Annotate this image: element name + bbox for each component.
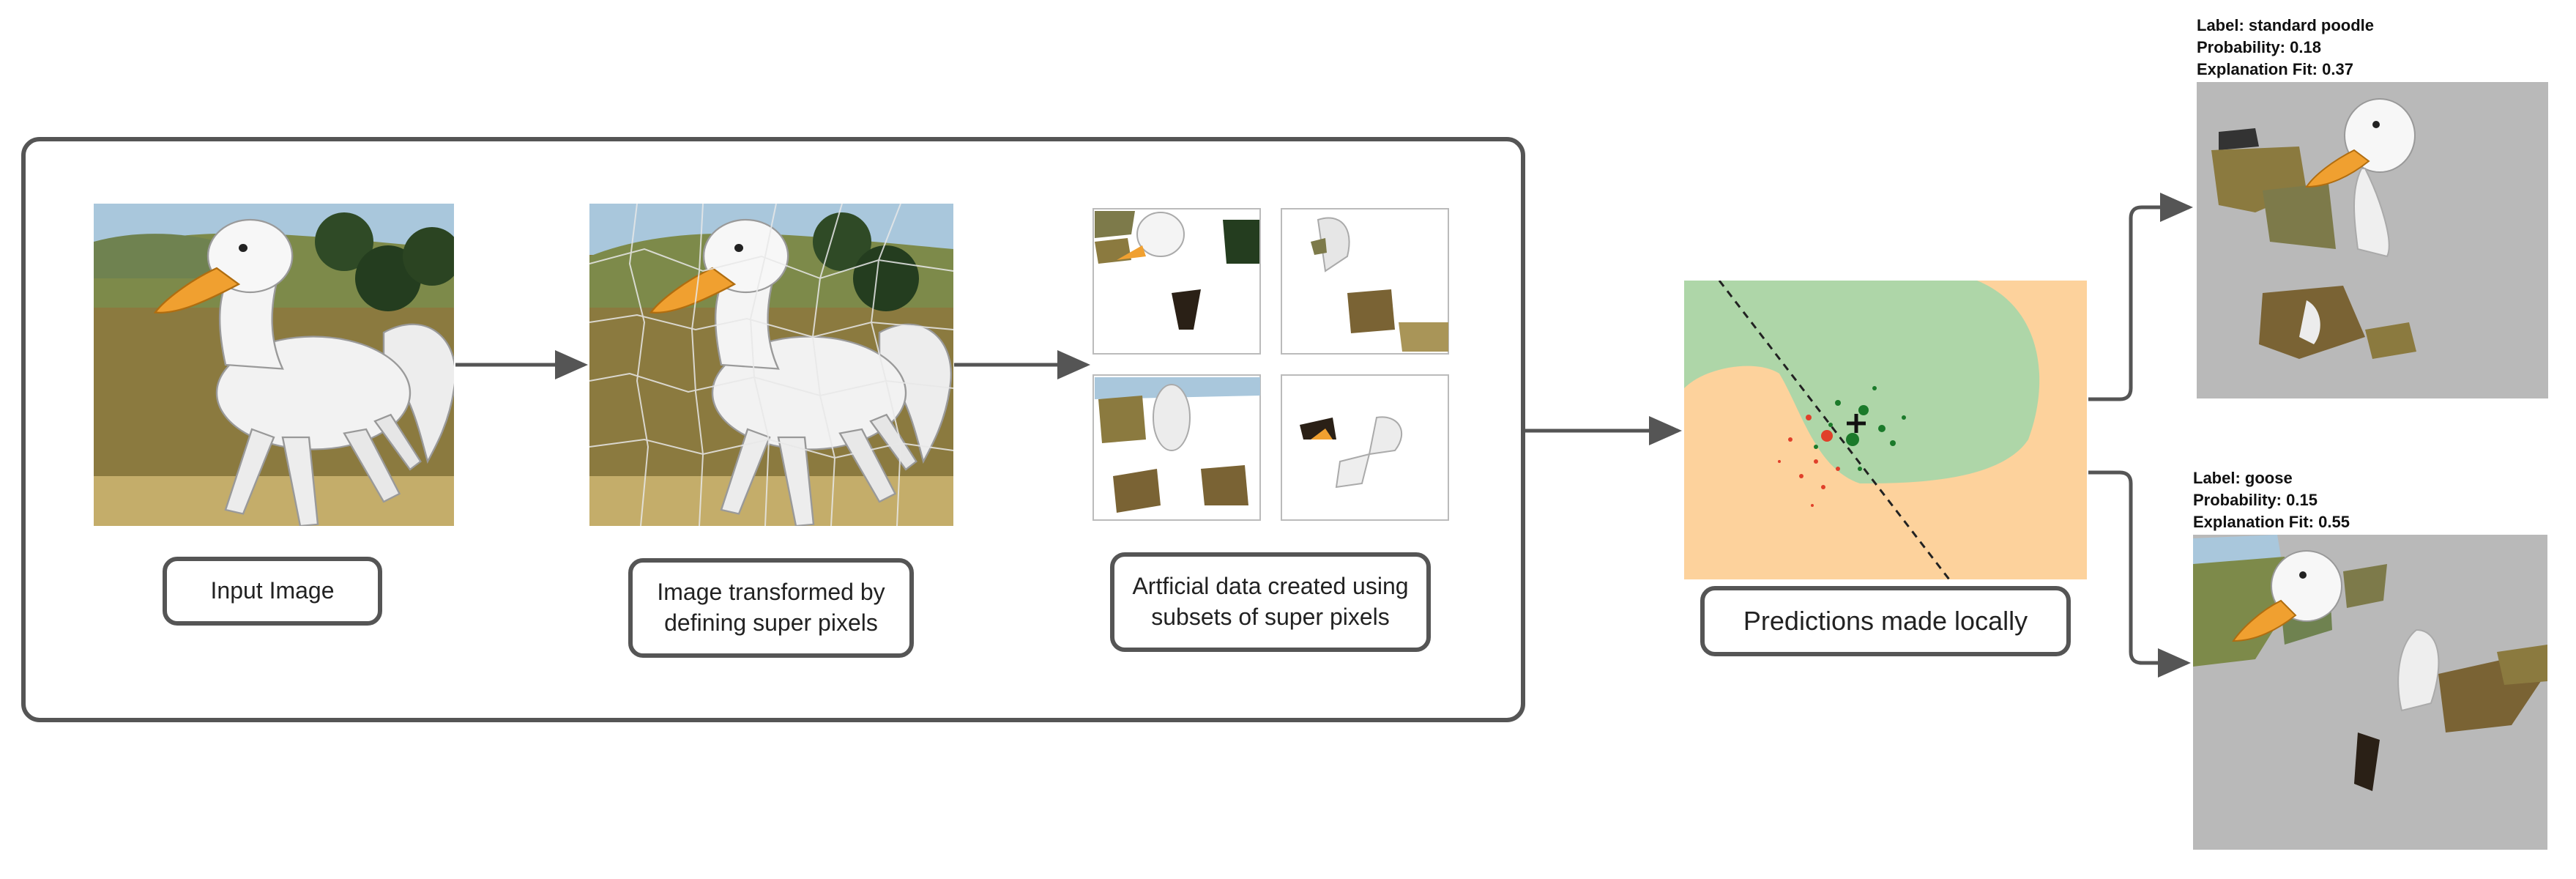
subset-tile-2 (1281, 208, 1449, 355)
artificial-data-label: Artficial data created using subsets of … (1110, 552, 1431, 652)
input-image-label: Input Image (163, 557, 382, 626)
subset-tile-3 (1092, 374, 1261, 521)
sample-points (1778, 386, 1906, 507)
plus-marker-icon (1847, 414, 1866, 433)
superpixel-image (589, 204, 953, 526)
explanation-probability: Probability: 0.18 (2197, 38, 2321, 56)
decision-boundary-line (1718, 281, 1951, 579)
explanation-image-goose (2193, 535, 2547, 850)
local-decision-plot (1684, 281, 2087, 579)
explanation-label: Label: goose (2193, 469, 2293, 487)
predictions-label: Predictions made locally (1700, 586, 2071, 656)
pipeline-frame (21, 137, 1525, 722)
explanation-info-goose: Label: goose Probability: 0.15 Explanati… (2193, 467, 2350, 533)
subset-tile-4 (1281, 374, 1449, 521)
explanation-label: Label: standard poodle (2197, 16, 2375, 34)
explanation-probability: Probability: 0.15 (2193, 491, 2318, 509)
superpixel-label: Image transformed by defining super pixe… (628, 558, 914, 658)
explanation-fit: Explanation Fit: 0.55 (2193, 513, 2350, 531)
explanation-image-poodle (2197, 82, 2548, 398)
subset-tile-1 (1092, 208, 1261, 355)
input-image (94, 204, 454, 526)
explanation-fit: Explanation Fit: 0.37 (2197, 60, 2353, 78)
explanation-info-poodle: Label: standard poodle Probability: 0.18… (2197, 15, 2374, 81)
flow-arrows (455, 193, 2193, 678)
subset-grid (1092, 208, 1449, 521)
